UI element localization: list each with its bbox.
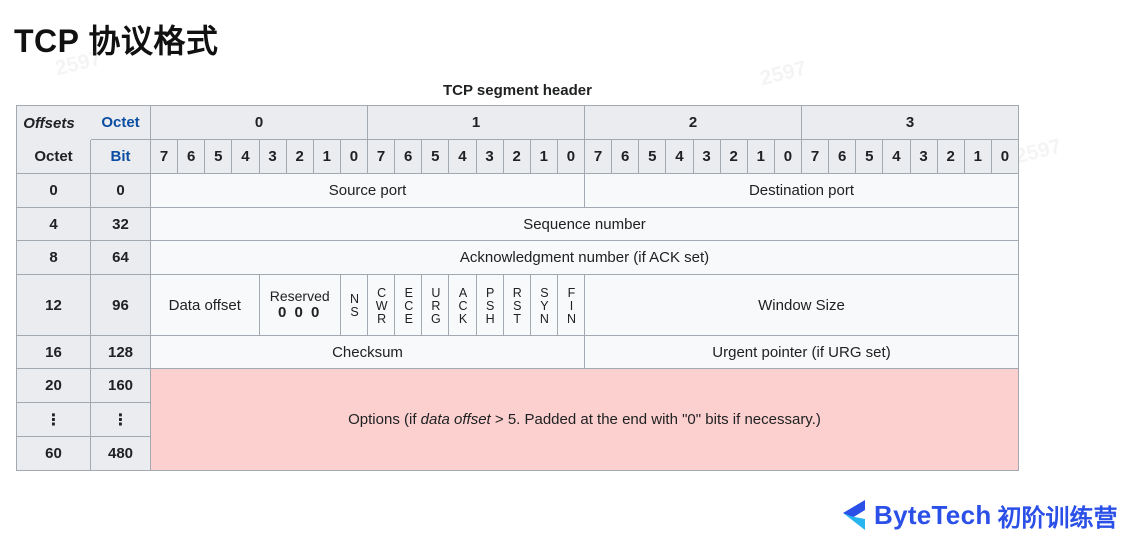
offset-bit-480: 480 [91, 437, 151, 471]
bit-number: 4 [449, 140, 477, 174]
field-ack-number: Acknowledgment number (if ACK set) [151, 241, 1019, 275]
offset-octet-4: 4 [17, 208, 91, 241]
offset-bit-160: 160 [91, 369, 151, 403]
bit-number: 0 [991, 140, 1019, 174]
offset-bit-dots: ⋮ [91, 403, 151, 437]
offset-bit-0: 0 [91, 174, 151, 208]
offset-bit-96: 96 [91, 275, 151, 336]
flag-psh: PSH [476, 275, 504, 336]
bit-number: 1 [964, 140, 992, 174]
bit-number: 0 [774, 140, 802, 174]
offset-octet-0: 0 [17, 174, 91, 208]
bit-number: 2 [937, 140, 965, 174]
offset-octet-12: 12 [17, 275, 91, 336]
offset-bit-64: 64 [91, 241, 151, 275]
brand-campaign: 初阶训练营 [997, 504, 1118, 532]
flag-urg: URG [422, 275, 450, 336]
offset-bit-128: 128 [91, 336, 151, 369]
flag-ack: ACK [449, 275, 477, 336]
corner-octet-link: Octet [91, 106, 151, 140]
bit-number: 2 [503, 140, 531, 174]
bit-number: 6 [395, 140, 423, 174]
offset-octet-60: 60 [17, 437, 91, 471]
flag-syn: SYN [530, 275, 558, 336]
offset-octet-dots: ⋮ [17, 403, 91, 437]
brand-name: ByteTech [874, 499, 992, 530]
bit-number: 4 [232, 140, 260, 174]
options-text: Options (if data offset > 5. Padded at t… [348, 411, 821, 428]
bit-number: 6 [829, 140, 857, 174]
flag-ns: NS [340, 275, 368, 336]
octet-group-1: 1 [368, 106, 585, 140]
field-source-port: Source port [151, 174, 585, 208]
watermark: 2597 [1012, 134, 1064, 169]
page-title: TCP 协议格式 [14, 23, 219, 59]
bit-number: 4 [666, 140, 694, 174]
bit-number: 7 [151, 140, 179, 174]
bit-number: 6 [178, 140, 206, 174]
offsets-label: Offsets [23, 114, 75, 132]
octet-group-2: 2 [585, 106, 802, 140]
bit-number: 3 [259, 140, 287, 174]
field-window-size: Window Size [585, 275, 1019, 336]
bit-number: 1 [313, 140, 341, 174]
field-sequence-number: Sequence number [151, 208, 1019, 241]
bit-number: 7 [585, 140, 613, 174]
flag-fin: FIN [557, 275, 585, 336]
field-destination-port: Destination port [585, 174, 1019, 208]
octet-group-0: 0 [151, 106, 368, 140]
octet-group-3: 3 [802, 106, 1019, 140]
bit-number: 2 [286, 140, 314, 174]
bit-number: 5 [639, 140, 667, 174]
offset-octet-16: 16 [17, 336, 91, 369]
bit-number: 7 [802, 140, 830, 174]
field-urgent-pointer: Urgent pointer (if URG set) [585, 336, 1019, 369]
offset-octet-8: 8 [17, 241, 91, 275]
field-options: Options (if data offset > 5. Padded at t… [151, 369, 1019, 471]
bit-number: 1 [747, 140, 775, 174]
reserved-label: Reserved [269, 288, 330, 305]
bit-number: 5 [856, 140, 884, 174]
bit-number: 3 [910, 140, 938, 174]
octet-link[interactable]: Octet [101, 114, 140, 131]
bit-number: 7 [368, 140, 396, 174]
field-data-offset: Data offset [151, 275, 260, 336]
bit-link[interactable]: Bit [110, 148, 131, 165]
tcp-header-table: Offsets Octet 0 1 2 3 Octet Bit 7 6 5 4 … [16, 105, 1019, 471]
corner-offsets-label: Offsets [17, 106, 91, 140]
bit-number: 3 [476, 140, 504, 174]
bit-number: 5 [422, 140, 450, 174]
table-caption: TCP segment header [443, 82, 592, 99]
field-reserved: Reserved 0 0 0 [259, 275, 341, 336]
bytetech-brand: ByteTech 初阶训练营 [841, 498, 1118, 532]
offset-bit-32: 32 [91, 208, 151, 241]
offset-octet-20: 20 [17, 369, 91, 403]
flag-ece: ECE [395, 275, 423, 336]
bit-number: 3 [693, 140, 721, 174]
bit-number: 6 [612, 140, 640, 174]
options-italic: data offset [420, 411, 491, 428]
reserved-bits: 0 0 0 [278, 304, 322, 322]
bit-link-cell: Bit [91, 140, 151, 174]
flag-rst: RST [503, 275, 531, 336]
bit-number: 5 [205, 140, 233, 174]
octet-row-label: Octet [17, 140, 91, 174]
bit-number: 2 [720, 140, 748, 174]
bit-number: 0 [340, 140, 368, 174]
field-checksum: Checksum [151, 336, 585, 369]
bit-number: 4 [883, 140, 911, 174]
flag-cwr: CWR [368, 275, 396, 336]
bit-number: 0 [557, 140, 585, 174]
bytetech-logo-icon [843, 500, 865, 530]
bit-number: 1 [530, 140, 558, 174]
